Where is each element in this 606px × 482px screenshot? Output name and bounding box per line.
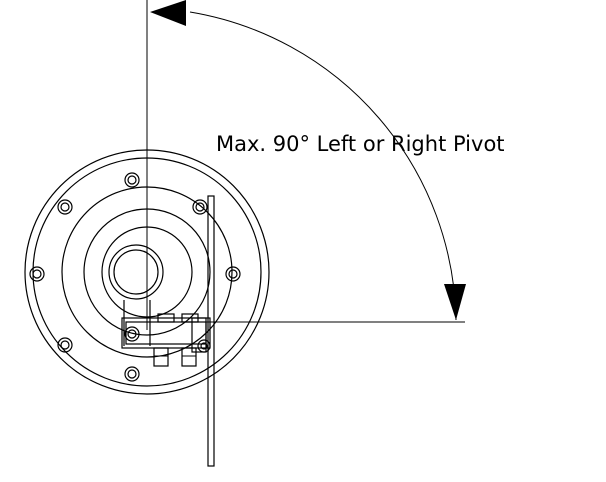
vertical-plate (207, 195, 215, 467)
bolt-hole (124, 172, 140, 188)
flange-outer-circle (24, 149, 270, 395)
bolt-holes (29, 172, 241, 382)
pole-inner (113, 249, 159, 295)
bolt-hole (225, 266, 241, 282)
ring-medium (83, 208, 211, 336)
pivot-arc (189, 11, 457, 321)
bolt-hole (57, 199, 73, 215)
ring-small (101, 226, 193, 318)
bolt-hole (192, 199, 208, 215)
pivot-label: Max. 90° Left or Right Pivot (216, 132, 505, 156)
bolt-hole (57, 337, 73, 353)
arrowhead-top (150, 0, 186, 26)
ring-large (61, 186, 233, 358)
pole-outer (108, 244, 164, 300)
arrowhead-right (444, 284, 466, 320)
clamp-assembly (121, 300, 211, 367)
bolt-hole (124, 366, 140, 382)
bolt-hole (29, 266, 45, 282)
